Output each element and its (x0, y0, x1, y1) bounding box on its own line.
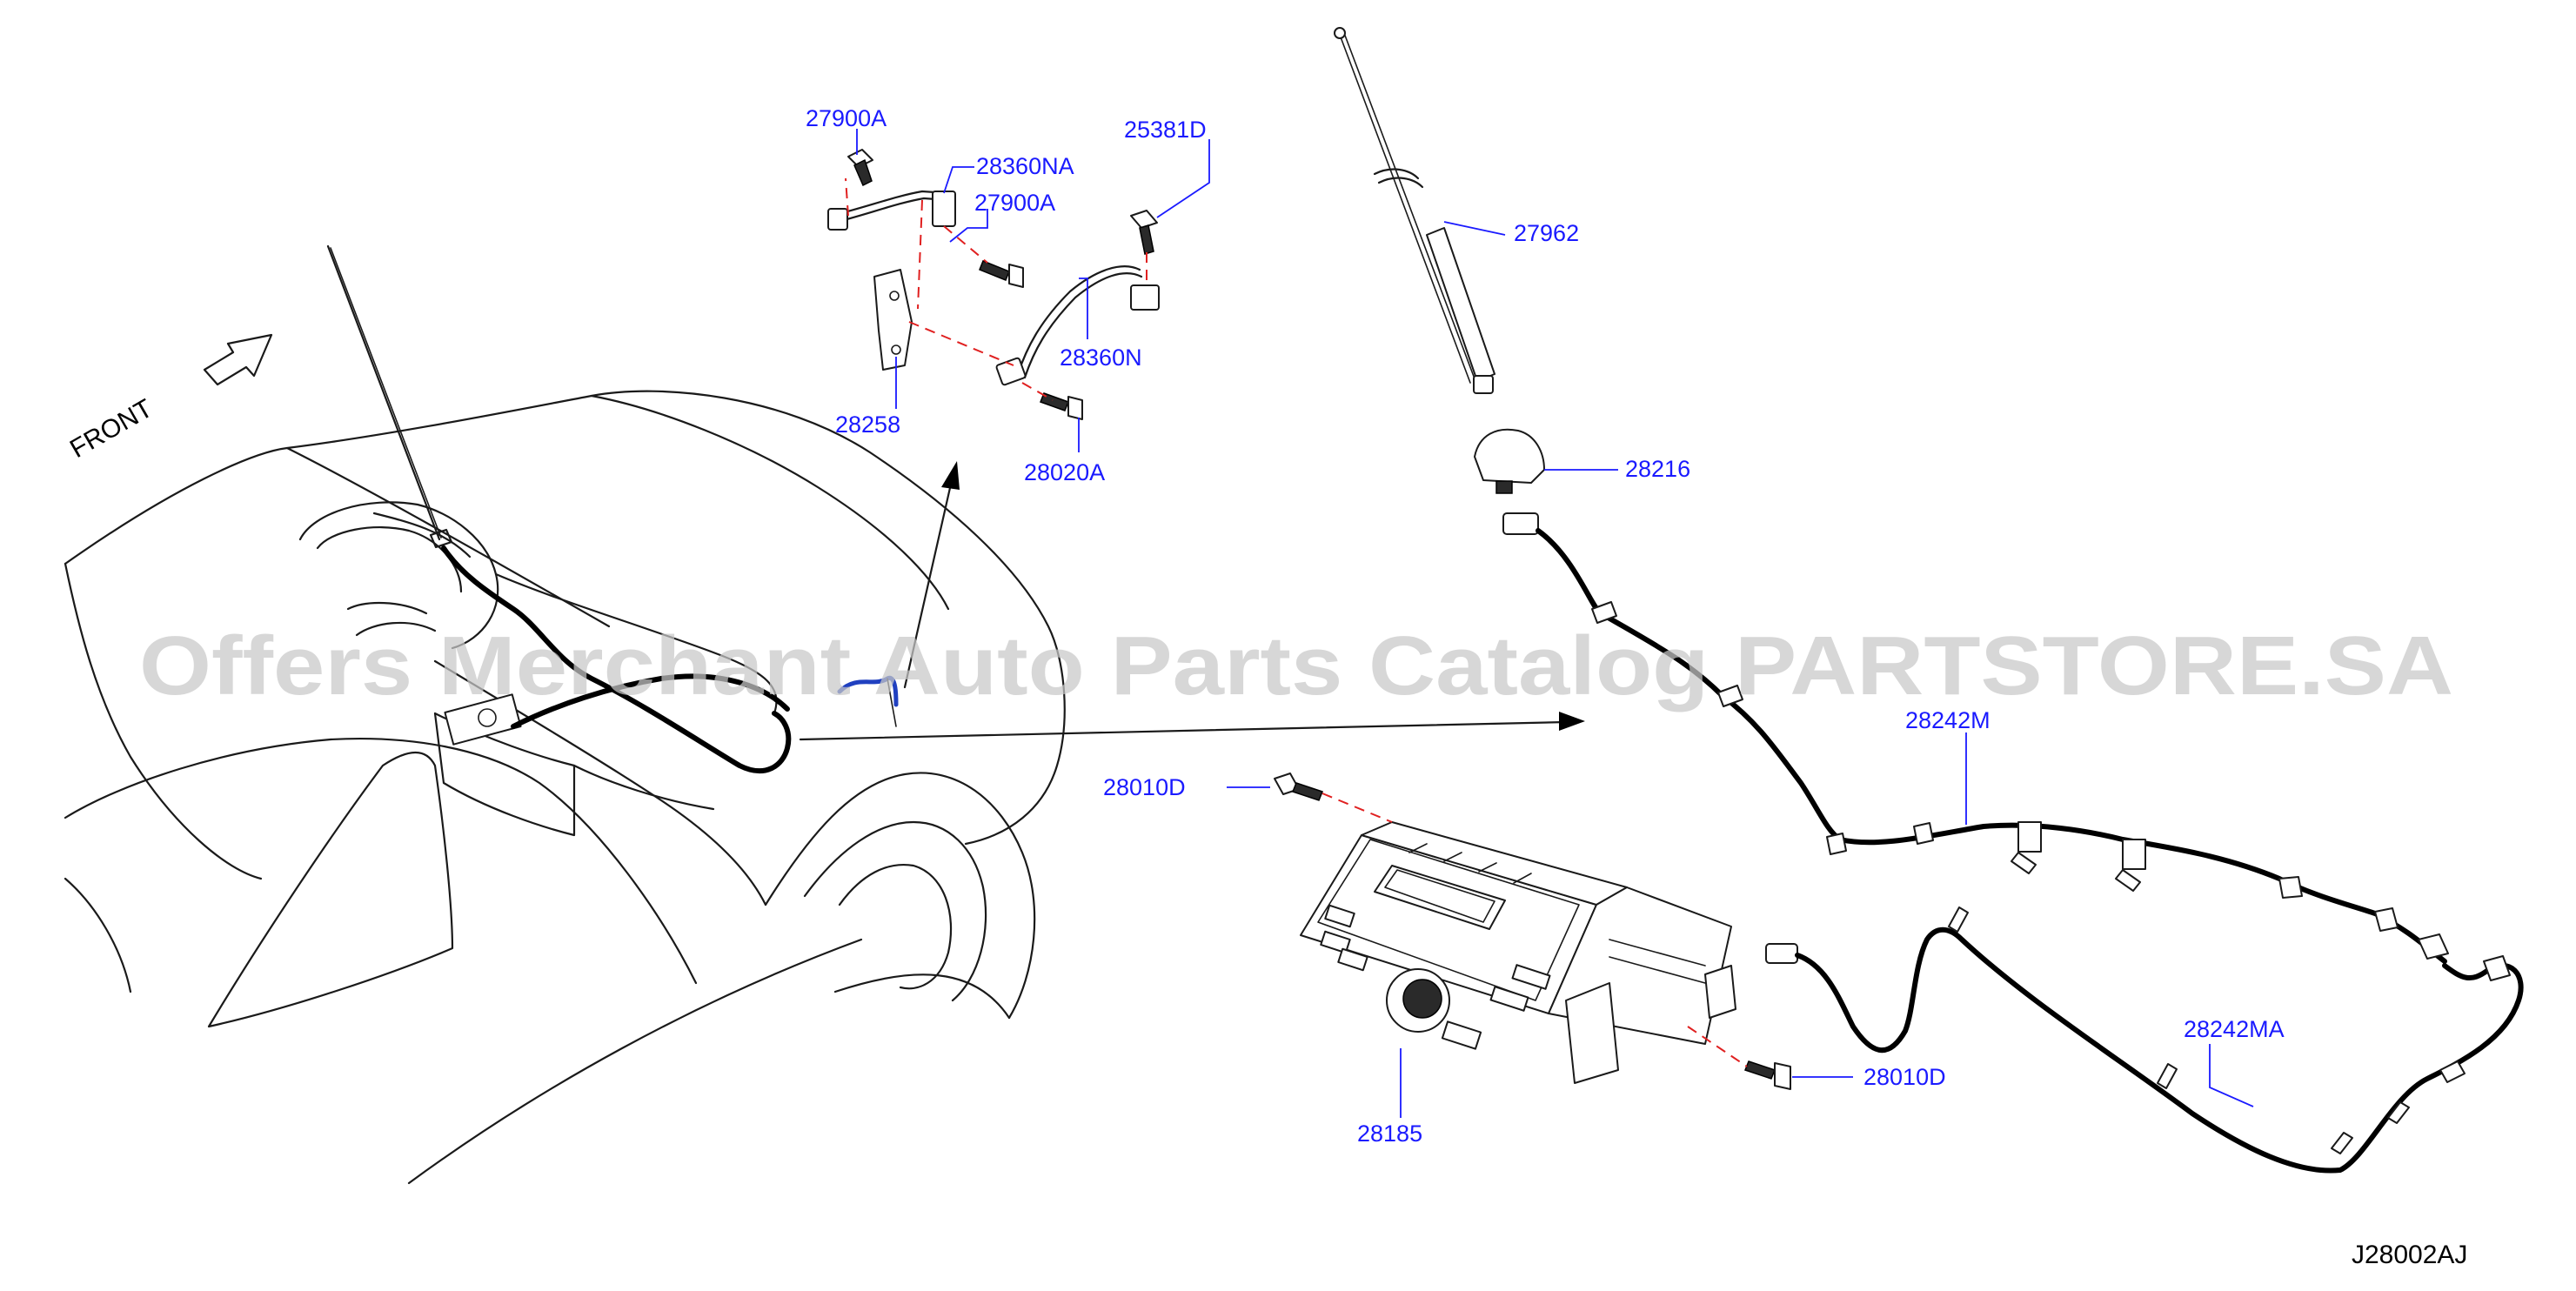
vehicle-outline (64, 244, 1066, 1185)
antenna-rod-27962 (1334, 27, 1495, 394)
bolt-28020a (1040, 392, 1083, 420)
screw-28010d-top (1274, 773, 1393, 823)
diagram-code: J28002AJ (2352, 1241, 2467, 1269)
callout-labels: 27900A 28360NA 25381D 27900A 28360N 2825… (806, 105, 2285, 1147)
screw-28010d-bottom (1687, 1026, 1791, 1090)
callout-28020a: 28020A (1024, 459, 1105, 485)
callout-27962: 27962 (1514, 220, 1579, 246)
antenna-feeder-28242m (1502, 512, 2449, 964)
audio-unit-28185 (1300, 821, 1736, 1084)
callout-28242ma: 28242MA (2184, 1016, 2285, 1042)
bolt-27900a-top (847, 149, 873, 187)
leader-lines (856, 129, 2254, 1118)
callout-25381d: 25381D (1124, 117, 1207, 143)
front-label: FRONT (65, 394, 157, 464)
callout-28258: 28258 (835, 411, 900, 438)
callout-28010d-bottom: 28010D (1863, 1064, 1946, 1090)
callout-28010d-top: 28010D (1103, 774, 1186, 800)
callout-28216: 28216 (1625, 456, 1690, 482)
callout-28360n: 28360N (1060, 344, 1142, 371)
ground-strap-assembly (827, 149, 1160, 420)
bolt-25381d (1130, 210, 1158, 255)
front-direction-indicator: FRONT (65, 333, 273, 464)
antenna-base-28216 (1474, 428, 1545, 494)
callout-28360na: 28360NA (976, 153, 1074, 179)
callout-28242m: 28242M (1905, 707, 1991, 733)
callout-27900a-mid: 27900A (974, 190, 1055, 216)
antenna-feeder-28242ma (1765, 906, 2524, 1174)
callout-27900a-top: 27900A (806, 105, 887, 131)
watermark-text: Offers Merchant Auto Parts Catalog PARTS… (139, 619, 2453, 712)
bolt-27900a-mid (979, 260, 1024, 288)
pointer-arrows (799, 461, 1585, 741)
callout-28185: 28185 (1357, 1120, 1422, 1147)
